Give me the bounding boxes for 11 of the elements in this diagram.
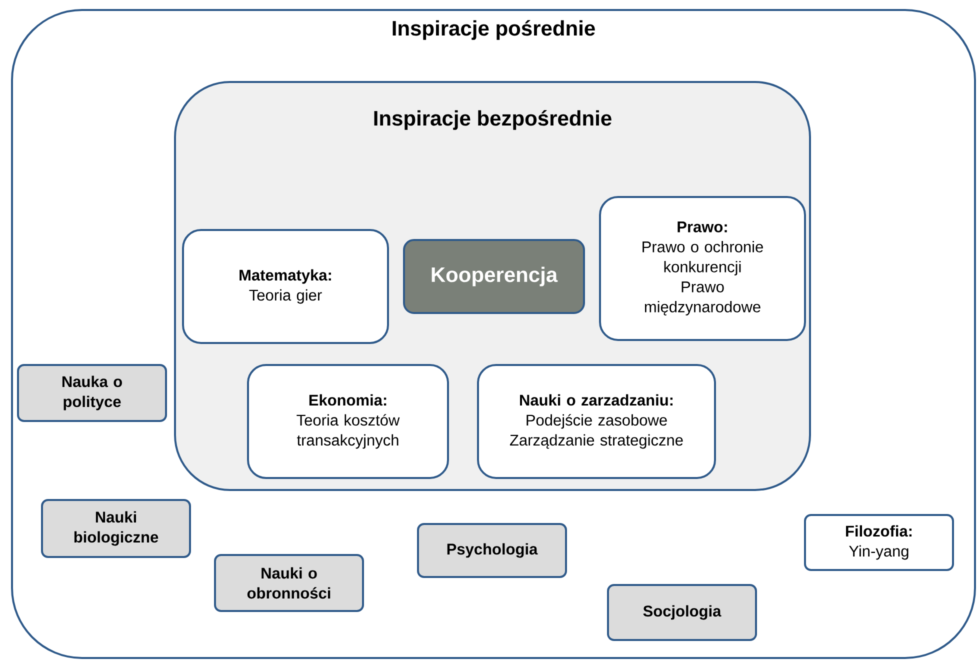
topic-box: Psychologia <box>417 523 567 578</box>
topic-box: Prawo: Prawo o ochronie konkurencji Prawo międzynarodowe <box>599 196 806 341</box>
topic-box: Nauka o polityce <box>17 364 167 422</box>
topic-box: Nauki o obronności <box>214 554 364 612</box>
topic-box: Nauki o zarzadzaniu: Podejście zasobowe Zarządzanie strategiczne <box>477 364 716 479</box>
topic-box: Filozofia: Yin-yang <box>804 514 954 571</box>
topic-box: Socjologia <box>607 584 757 641</box>
topic-box: Ekonomia: Teoria kosztów transakcyjnych <box>247 364 449 479</box>
topic-box: Matematyka: Teoria gier <box>182 229 389 344</box>
topic-box: Nauki biologiczne <box>41 499 191 558</box>
core-box: Kooperencja <box>403 239 585 314</box>
